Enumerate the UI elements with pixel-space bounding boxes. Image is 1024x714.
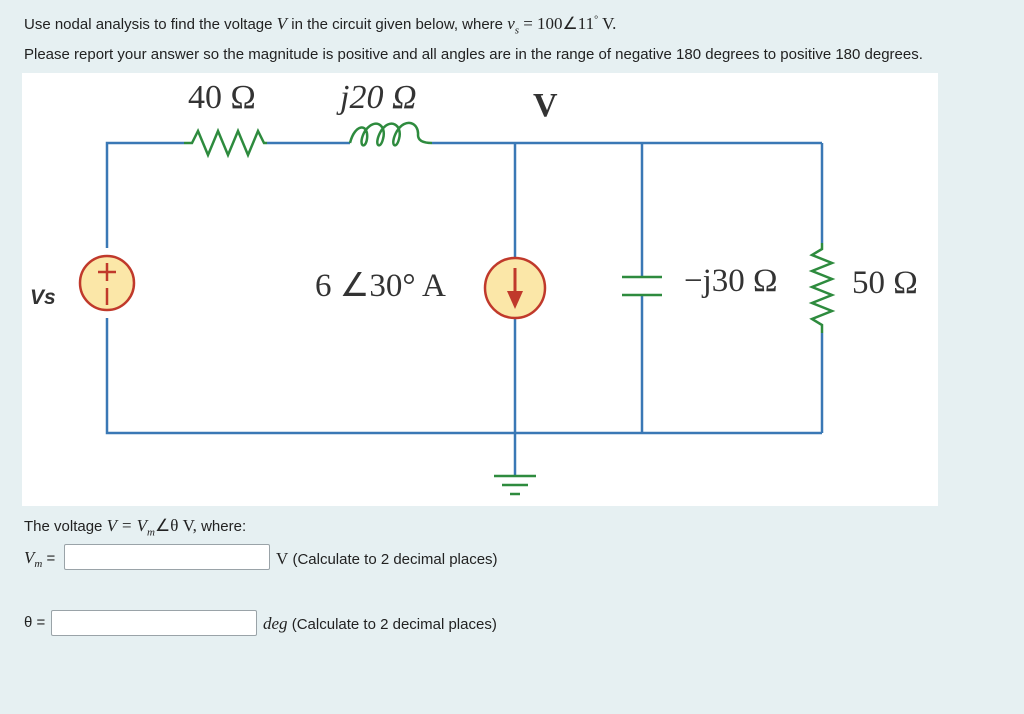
resistor-40-icon bbox=[184, 127, 267, 159]
capacitor-label: −j30 Ω bbox=[684, 263, 778, 299]
ground-icon bbox=[494, 474, 536, 496]
question-line-1: Use nodal analysis to find the voltage V… bbox=[24, 14, 616, 36]
circuit-wires bbox=[105, 141, 824, 476]
resistor-50-icon bbox=[808, 243, 836, 333]
answer-intro: The voltage V = Vm∠θ V, where: bbox=[24, 516, 247, 539]
capacitor-icon bbox=[622, 275, 662, 297]
source-label: Vs bbox=[30, 286, 56, 309]
resistor-50-label: 50 Ω bbox=[852, 265, 918, 301]
question-text: in the circuit given below, where bbox=[291, 16, 504, 33]
voltage-source-icon bbox=[78, 254, 136, 312]
vm-input[interactable] bbox=[64, 544, 270, 570]
resistor-40-label: 40 Ω bbox=[188, 79, 256, 116]
source-symbol: vs bbox=[507, 14, 520, 37]
vm-unit-hint: V (Calculate to 2 decimal places) bbox=[276, 549, 498, 568]
inductor-label: j20 Ω bbox=[340, 79, 417, 116]
node-voltage-label: V bbox=[533, 87, 558, 124]
current-source-icon bbox=[483, 256, 547, 320]
voltage-symbol: V bbox=[276, 14, 288, 33]
theta-label: θ = bbox=[24, 614, 46, 631]
inductor-icon bbox=[348, 121, 433, 147]
question-line-2: Please report your answer so the magnitu… bbox=[24, 46, 923, 63]
question-text: Use nodal analysis to find the voltage bbox=[24, 16, 273, 33]
theta-unit-hint: deg (Calculate to 2 decimal places) bbox=[263, 614, 497, 633]
answer-formula: V = Vm∠θ V, bbox=[106, 516, 197, 539]
current-source-label: 6 ∠30° A bbox=[315, 268, 446, 304]
theta-input[interactable] bbox=[51, 610, 257, 636]
vm-label: Vm = bbox=[24, 548, 56, 570]
circuit-diagram bbox=[78, 121, 836, 496]
source-value: = 100∠11° V. bbox=[523, 14, 617, 33]
circuit-figure: 40 Ω j20 Ω V Vs 6 ∠30° A −j30 Ω 50 Ω bbox=[22, 73, 938, 506]
